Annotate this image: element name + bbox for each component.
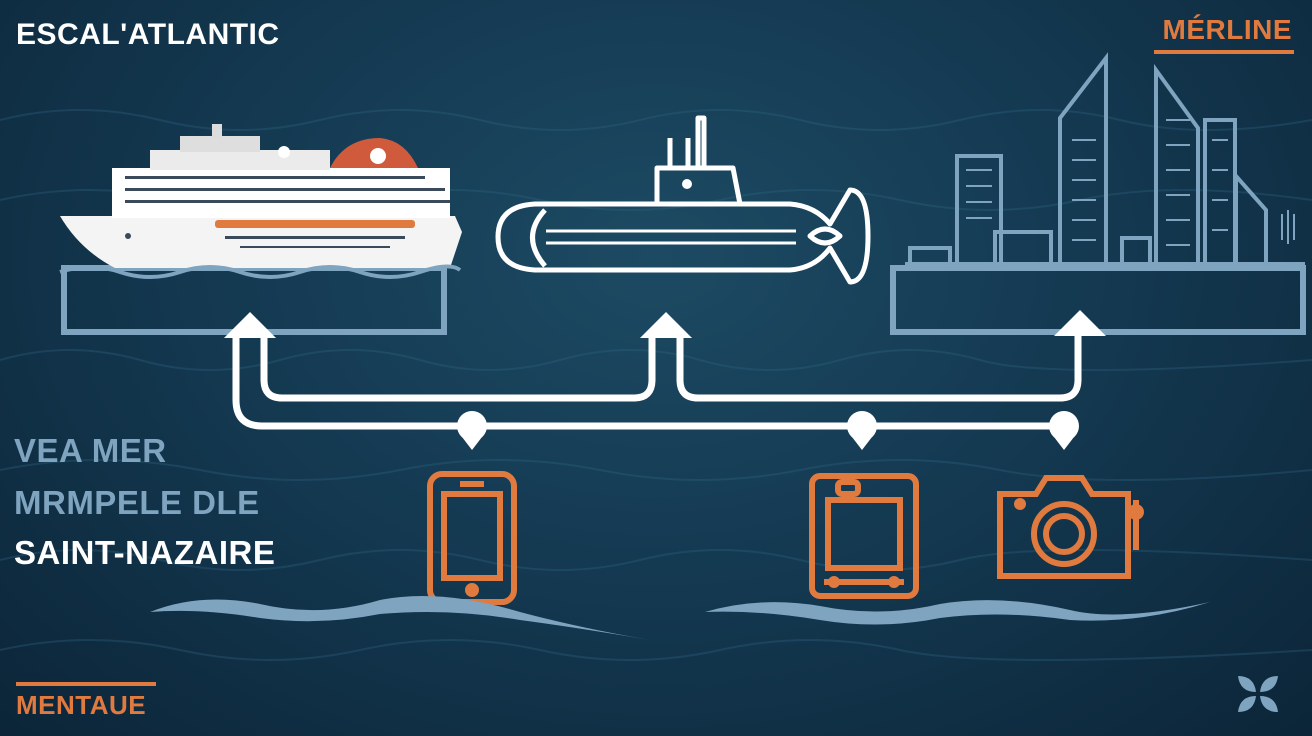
arrow-to-city [1054, 310, 1106, 336]
city-skyline-icon [905, 52, 1305, 266]
side-text-line-1: VEA MER [14, 432, 167, 469]
junction-phone [457, 411, 487, 450]
junction-nodes [457, 411, 1079, 450]
submarine-icon [495, 115, 871, 285]
footer-overline [16, 682, 156, 686]
side-text-line-2: MRMPELE DLE [14, 484, 260, 521]
brand-title: ESCAL'ATLANTIC [16, 18, 280, 51]
tablet-icon [809, 473, 919, 599]
city-platform [890, 265, 1306, 335]
four-petal-logo-icon [1238, 676, 1278, 712]
smartphone-icon [427, 471, 517, 605]
wave-decoration [150, 596, 1210, 640]
arrow-heads [224, 310, 1106, 338]
partner-title: MÉRLINE [1162, 14, 1292, 45]
connector-lines [232, 332, 1082, 430]
junction-camera [1049, 411, 1079, 450]
junction-tablet [847, 411, 877, 450]
arrow-to-submarine [640, 312, 692, 338]
camera-icon [997, 475, 1144, 579]
cruise-ship-icon [59, 124, 462, 279]
arrow-to-ship [224, 312, 276, 338]
side-text-line-3: SAINT-NAZAIRE [14, 534, 276, 571]
partner-underline [1154, 50, 1294, 54]
footer-label: MENTAUE [16, 690, 147, 720]
